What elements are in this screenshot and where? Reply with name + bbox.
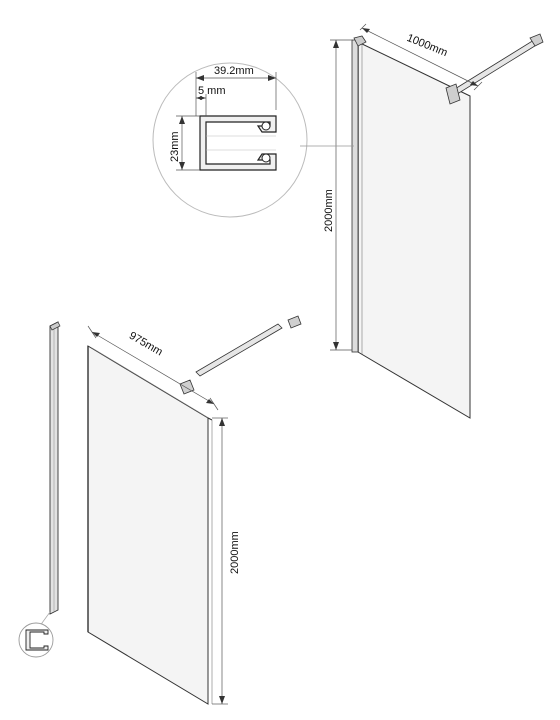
top-width-label: 1000mm — [405, 32, 449, 59]
top-width-dimension — [359, 23, 483, 91]
profile-cross-section — [199, 115, 277, 171]
bottom-height-label: 2000mm — [229, 531, 241, 574]
top-height-dimension — [330, 39, 352, 351]
loose-end-cap — [287, 315, 302, 329]
profile-depth-dimension — [176, 115, 200, 171]
profile-width-dimension — [195, 72, 277, 116]
top-glass-panel — [351, 35, 471, 419]
top-height-label: 2000mm — [323, 189, 335, 232]
bottom-width-label: 975mm — [127, 330, 165, 359]
profile-depth-label: 23mm — [169, 131, 181, 162]
profile-detail-circle — [152, 62, 354, 218]
profile-slot-dimension — [196, 94, 207, 116]
wall-profile-rail — [33, 321, 61, 635]
bottom-width-dimension — [87, 325, 219, 411]
bottom-height-dimension — [212, 417, 228, 705]
loose-stabilizer-bar — [195, 323, 283, 377]
profile-slot-label: 5 mm — [198, 85, 226, 97]
profile-width-label: 39.2mm — [214, 65, 254, 77]
rail-profile-detail — [18, 622, 54, 658]
top-stabilizer-bar — [445, 33, 544, 105]
panel-clamp — [179, 379, 195, 395]
bottom-glass-panel — [87, 345, 213, 705]
